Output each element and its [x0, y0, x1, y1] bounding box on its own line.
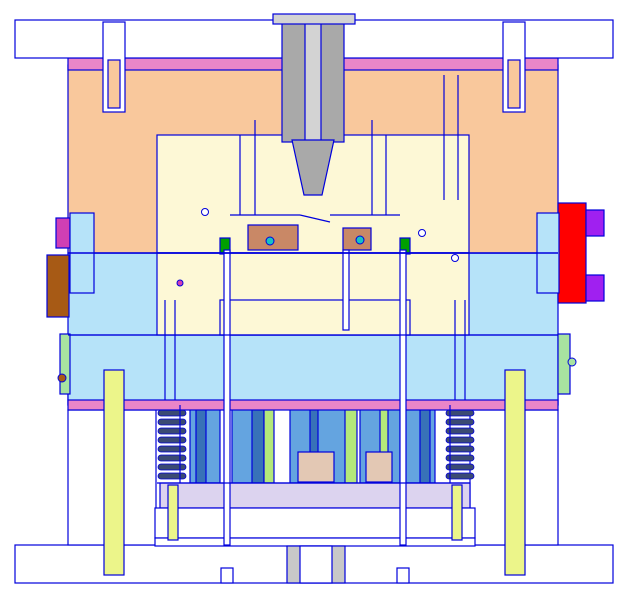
spring-coil — [157, 445, 187, 453]
spring-coil — [445, 463, 475, 471]
cooling-plug — [46, 254, 70, 318]
ejector-retainer-plate — [159, 482, 471, 509]
spring-coil — [445, 472, 475, 480]
connector-block — [557, 202, 587, 304]
spring-coil — [157, 454, 187, 462]
support-pillar — [263, 404, 275, 484]
hole-marker — [418, 229, 426, 237]
spring-coil — [445, 454, 475, 462]
screw — [107, 59, 121, 109]
support-pillar — [419, 404, 431, 484]
outline-line — [299, 214, 331, 223]
hole-marker — [265, 236, 275, 246]
spring-coil — [157, 418, 187, 426]
sprue-nozzle — [291, 139, 335, 196]
support-pillar — [251, 404, 265, 484]
hole-marker — [451, 254, 459, 262]
ejector-pin — [223, 249, 231, 546]
ejector-pin-head — [396, 567, 410, 584]
ejector-pin — [399, 249, 407, 546]
sprue-cap — [272, 13, 356, 25]
spring-coil — [157, 472, 187, 480]
spring-coil — [157, 463, 187, 471]
guide-pin — [504, 369, 526, 576]
hole-marker — [176, 279, 184, 287]
b-plate-side-left — [67, 399, 559, 411]
connector-knob — [585, 274, 605, 302]
ejector-pin-head — [220, 567, 234, 584]
hole-marker — [57, 373, 67, 383]
spring-coil — [445, 427, 475, 435]
outline-lines — [57, 75, 577, 484]
bushing — [365, 451, 393, 483]
spring-coil — [445, 445, 475, 453]
hole-marker — [355, 235, 365, 245]
core-insert-lower — [219, 299, 411, 336]
spring-coil — [445, 436, 475, 444]
knockout-hole — [299, 545, 333, 584]
bushing — [297, 451, 335, 483]
ejector-plate-frame — [154, 537, 476, 547]
support-pillar — [344, 404, 358, 484]
guide-pin — [103, 369, 125, 576]
spring-coil — [157, 427, 187, 435]
slide-core — [247, 224, 299, 251]
spring-left — [157, 409, 187, 480]
spring-coil — [157, 436, 187, 444]
connector-knob — [585, 209, 605, 237]
spring-coil — [445, 418, 475, 426]
hole-marker — [201, 208, 209, 216]
screw — [507, 59, 521, 109]
hole-marker — [567, 357, 577, 367]
ejector-plate — [154, 507, 476, 539]
ejector-pin — [342, 249, 350, 331]
support-pillar — [195, 404, 207, 484]
side-fitting — [59, 333, 71, 395]
side-lug — [55, 217, 71, 249]
spring-coil — [157, 409, 187, 417]
guide-pin — [167, 484, 179, 541]
b-plate-lower-band — [67, 334, 559, 406]
spring-right — [445, 409, 475, 480]
guide-pin — [451, 484, 463, 541]
